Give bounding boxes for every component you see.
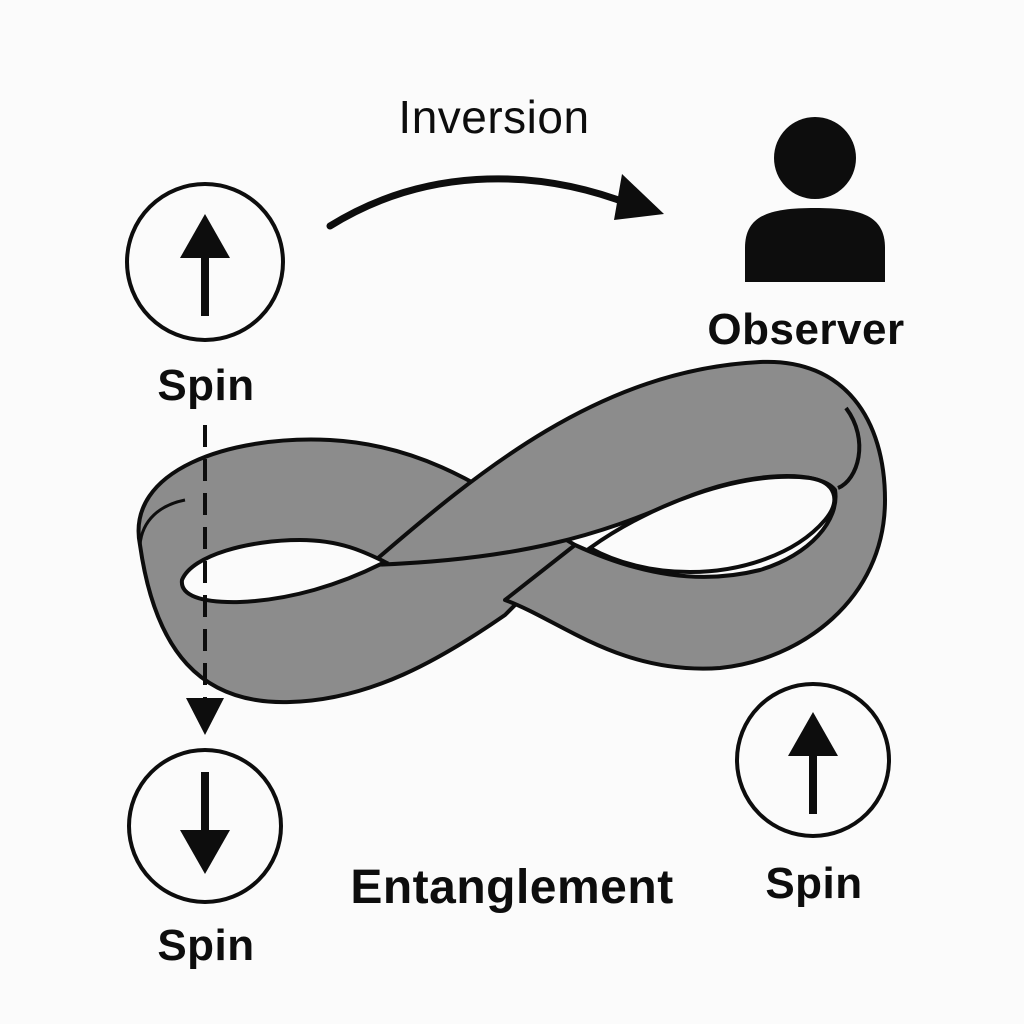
spin-label-bottom-right: Spin bbox=[765, 859, 863, 908]
spin-up-circle-top-left bbox=[125, 182, 285, 342]
inversion-label: Inversion bbox=[398, 91, 590, 143]
spin-label-top-left: Spin bbox=[157, 361, 255, 410]
person-icon bbox=[745, 117, 885, 282]
spin-up-circle-bottom-right bbox=[735, 682, 891, 838]
spin-label-bottom-left: Spin bbox=[157, 921, 255, 970]
arrow-up-icon bbox=[180, 214, 230, 316]
observer-label: Observer bbox=[707, 305, 905, 354]
arrow-down-icon bbox=[180, 772, 230, 874]
arrow-up-icon bbox=[788, 712, 838, 814]
inversion-arrow bbox=[326, 174, 664, 230]
entanglement-label: Entanglement bbox=[350, 861, 674, 914]
spin-down-circle-bottom-left bbox=[127, 748, 283, 904]
dashed-arrow-down bbox=[186, 425, 224, 735]
mobius-strip bbox=[136, 359, 887, 705]
